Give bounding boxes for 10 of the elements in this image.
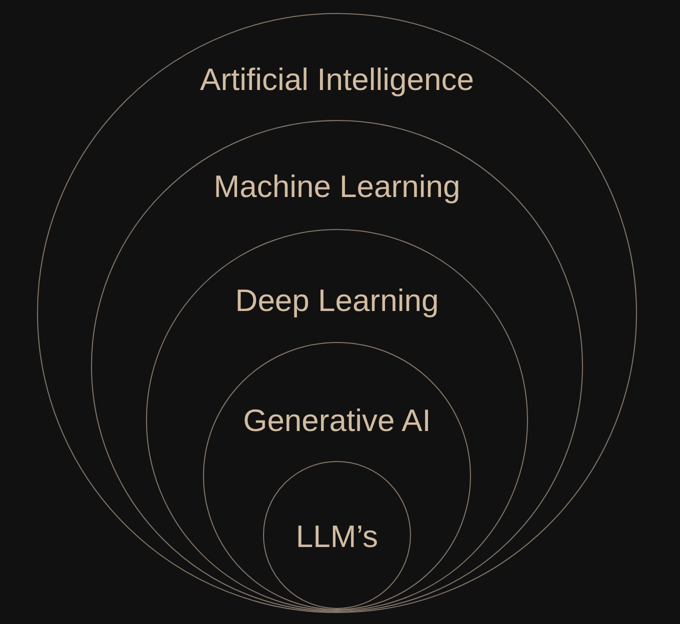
nested-circle <box>91 120 583 612</box>
nested-circle <box>37 13 637 613</box>
nested-circle <box>203 342 471 610</box>
set-label: Artificial Intelligence <box>200 62 474 98</box>
set-label: Deep Learning <box>235 283 439 319</box>
nested-circle <box>146 229 528 611</box>
set-label: Machine Learning <box>214 169 460 205</box>
set-label: LLM’s <box>296 519 378 555</box>
nested-circle <box>263 461 411 609</box>
set-label: Generative AI <box>243 403 431 439</box>
